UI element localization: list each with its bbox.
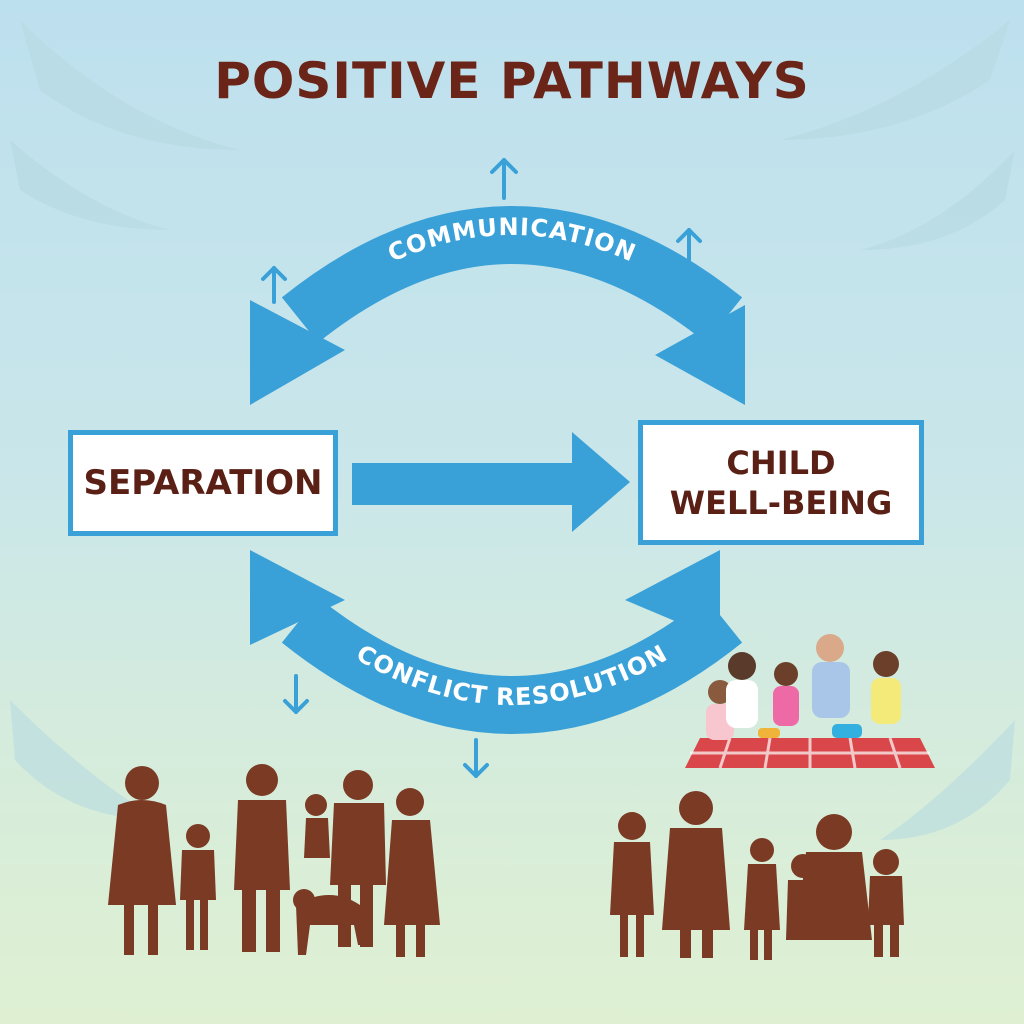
up-arrow-icon: [490, 158, 518, 200]
family-silhouettes-left: [108, 764, 440, 957]
family-silhouettes-right: [610, 791, 904, 960]
conflict-resolution-arc: [281, 597, 743, 734]
arc-bottom-right-arrowhead: [625, 550, 720, 640]
family-picnic-photo: [685, 634, 935, 768]
up-arrow-icon: [676, 228, 702, 268]
arc-bottom-left-arrowhead: [250, 550, 345, 645]
up-arrow-icon: [261, 266, 287, 304]
arc-top-right-arrowhead: [655, 305, 745, 405]
down-arrow-icon: [283, 674, 309, 714]
child-well-being-label-line1: CHILD: [726, 443, 836, 482]
separation-label: SEPARATION: [83, 463, 323, 503]
center-arrowhead: [572, 432, 630, 532]
page-title: POSITIVE PATHWAYS: [214, 52, 810, 110]
child-well-being-node: CHILD WELL-BEING: [638, 420, 924, 545]
down-arrow-icon: [463, 738, 489, 778]
arc-top-left-arrowhead: [250, 300, 345, 405]
communication-arc: [281, 206, 743, 343]
child-well-being-label-line2: WELL-BEING: [669, 483, 893, 522]
center-arrow-shaft: [352, 463, 577, 505]
separation-node: SEPARATION: [68, 430, 338, 536]
